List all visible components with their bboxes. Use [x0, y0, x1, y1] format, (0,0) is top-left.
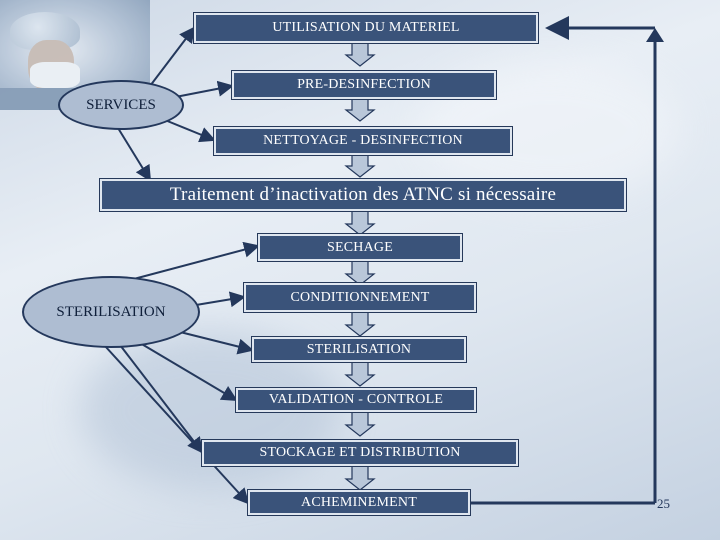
services-ellipse: SERVICES — [58, 80, 184, 130]
step-atnc-label: Traitement d’inactivation des ATNC si né… — [169, 184, 557, 205]
services-to-nettoyage-line — [159, 117, 216, 143]
services-label: SERVICES — [86, 96, 156, 113]
page-number: 25 — [657, 496, 670, 511]
step-sechage-box: SECHAGE — [257, 233, 463, 262]
step-sterilisation-box: STERILISATION — [251, 336, 467, 363]
step-stockage-box: STOCKAGE ET DISTRIBUTION — [201, 439, 519, 467]
step-sechage-label: SECHAGE — [327, 239, 393, 255]
services-to-atnc-line — [117, 127, 152, 182]
step-nettoyage-box: NETTOYAGE - DESINFECTION — [213, 126, 513, 156]
step-arrows — [344, 41, 376, 491]
sterilisation-to-validation-line — [139, 342, 238, 402]
step-predesinfection-box: PRE-DESINFECTION — [231, 70, 497, 100]
step-utilisation-box: UTILISATION DU MATERIEL — [193, 12, 539, 44]
step-atnc-box: Traitement d’inactivation des ATNC si né… — [99, 178, 627, 212]
step-conditionnement-box: CONDITIONNEMENT — [243, 282, 477, 313]
sterilisation-ellipse: STERILISATION — [22, 276, 200, 348]
sterilisation-group-label: STERILISATION — [56, 303, 166, 320]
step-stockage-label: STOCKAGE ET DISTRIBUTION — [259, 445, 461, 460]
step-sterilisation-label: STERILISATION — [306, 341, 412, 357]
step-predesinfection-label: PRE-DESINFECTION — [297, 77, 431, 92]
step-validation-label: VALIDATION - CONTROLE — [268, 392, 444, 407]
step-acheminement-box: ACHEMINEMENT — [247, 489, 471, 516]
sterilisation-to-sterilisation-line — [171, 329, 254, 355]
services-to-utilisation-line — [149, 26, 196, 87]
sterilisation-to-stockage-line — [119, 344, 204, 454]
step-utilisation-label: UTILISATION DU MATERIEL — [272, 20, 460, 35]
step-acheminement-label: ACHEMINEMENT — [301, 494, 417, 510]
sterilisation-to-sechage-line — [129, 241, 260, 281]
step-validation-box: VALIDATION - CONTROLE — [235, 387, 477, 413]
step-conditionnement-label: CONDITIONNEMENT — [290, 289, 430, 305]
loop-up-arrowhead — [646, 28, 664, 42]
step-nettoyage-label: NETTOYAGE - DESINFECTION — [263, 133, 463, 148]
sterilisation-to-acheminement-line — [104, 345, 250, 505]
sterilisation-to-conditionnement-line — [195, 291, 246, 308]
